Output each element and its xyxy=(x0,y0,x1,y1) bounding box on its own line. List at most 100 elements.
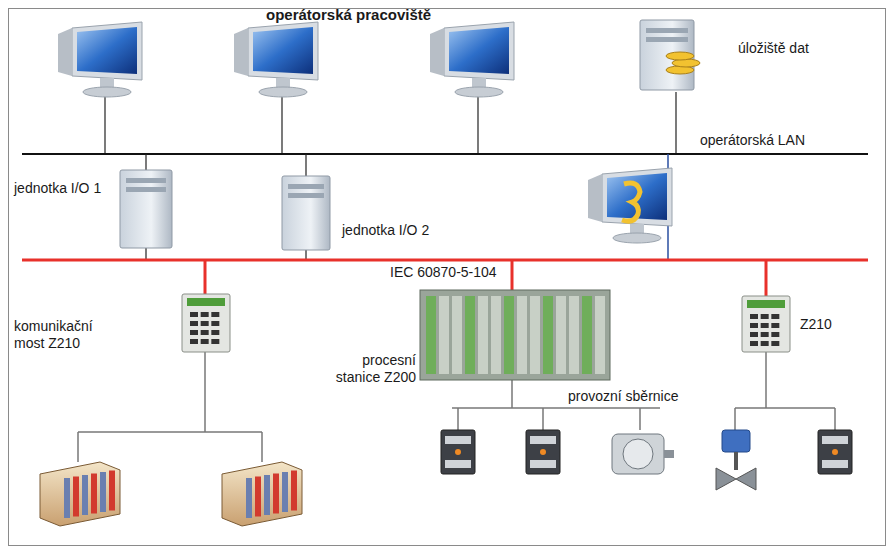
drive-bay xyxy=(126,187,166,192)
fieldbus xyxy=(735,407,835,409)
fieldbus xyxy=(77,432,79,462)
rack-card xyxy=(64,478,70,518)
plc-rack xyxy=(222,462,302,526)
rack-card xyxy=(82,475,88,515)
controller-label xyxy=(187,298,225,306)
device-label: jednotka I/O 2 xyxy=(342,222,462,239)
bus-drop xyxy=(204,260,207,296)
fieldbus xyxy=(834,408,836,430)
valve-actuator xyxy=(722,430,750,452)
rack-card xyxy=(73,477,79,517)
rack-card xyxy=(91,474,97,514)
controller-label xyxy=(747,300,785,308)
indicator xyxy=(211,330,219,335)
indicator xyxy=(201,312,209,317)
io-module xyxy=(818,430,852,474)
monitor-icon xyxy=(234,28,248,76)
io-led xyxy=(455,449,461,455)
indicator xyxy=(771,323,779,328)
rack-card xyxy=(100,472,106,512)
indicator xyxy=(761,314,769,319)
iec-bus xyxy=(22,259,868,262)
monitor-icon xyxy=(259,87,307,97)
station-card xyxy=(465,296,475,374)
io-terminal xyxy=(822,436,848,444)
monitor-icon xyxy=(613,233,661,243)
station-card xyxy=(504,296,514,374)
indicator xyxy=(201,339,209,344)
rack-card xyxy=(246,478,252,518)
server-tower xyxy=(282,176,330,250)
io-terminal xyxy=(445,460,471,468)
station-card xyxy=(595,296,605,374)
drive-bay xyxy=(288,193,324,198)
lan-drop xyxy=(675,92,676,154)
device-label: procesní stanice Z200 xyxy=(316,352,416,386)
indicator xyxy=(750,314,758,319)
io-module xyxy=(441,430,475,474)
rack-card xyxy=(273,474,279,514)
rack-card xyxy=(282,472,288,512)
fieldbus xyxy=(78,431,262,433)
fieldbus xyxy=(511,380,513,408)
lan-drop xyxy=(104,92,105,154)
operator-lan xyxy=(22,153,868,155)
indicator xyxy=(750,332,758,337)
rack-card xyxy=(255,477,261,517)
indicator xyxy=(771,314,779,319)
motor-shaft xyxy=(664,450,674,458)
station-card xyxy=(543,296,553,374)
coin-icon xyxy=(666,52,694,60)
indicator xyxy=(761,332,769,337)
io-terminal xyxy=(530,436,556,444)
bus-drop xyxy=(765,260,768,296)
drive-bay xyxy=(646,28,688,33)
drive-bay xyxy=(126,178,166,183)
indicator xyxy=(211,312,219,317)
drive-bay xyxy=(288,184,324,189)
monitor-icon xyxy=(253,27,313,74)
rack-card xyxy=(109,471,115,511)
indicator xyxy=(190,312,198,317)
indicator xyxy=(190,321,198,326)
indicator xyxy=(211,339,219,344)
io-terminal xyxy=(445,436,471,444)
rack-card xyxy=(291,471,297,511)
motor-icon xyxy=(623,439,653,469)
monitor-icon xyxy=(77,27,137,74)
badge-icon xyxy=(622,183,640,221)
station-card xyxy=(530,296,540,374)
station-card xyxy=(569,296,579,374)
device-label: operátorská LAN xyxy=(700,132,840,149)
station-card xyxy=(426,296,436,374)
station-card xyxy=(478,296,488,374)
io-led xyxy=(540,449,546,455)
io-terminal xyxy=(822,460,848,468)
io-module xyxy=(526,430,560,474)
fieldbus xyxy=(765,350,767,408)
drive-bay xyxy=(646,37,688,42)
monitor-icon xyxy=(444,22,514,80)
device-label: IEC 60870-5-104 xyxy=(390,264,540,281)
indicator xyxy=(201,321,209,326)
monitor-icon xyxy=(72,22,142,80)
indicator xyxy=(750,323,758,328)
fieldbus xyxy=(734,408,736,430)
fieldbus xyxy=(639,408,641,430)
indicator xyxy=(190,330,198,335)
fieldbus xyxy=(261,432,263,462)
device-label: jednotka I/O 1 xyxy=(14,180,124,197)
station-card xyxy=(452,296,462,374)
device-label: komunikační most Z210 xyxy=(14,318,114,352)
server-tower xyxy=(640,20,694,90)
monitor-icon xyxy=(602,168,672,226)
indicator xyxy=(201,330,209,335)
indicator xyxy=(771,341,779,346)
indicator xyxy=(190,339,198,344)
station-card xyxy=(582,296,592,374)
controller-box xyxy=(742,296,790,352)
station-card xyxy=(556,296,566,374)
plc-rack xyxy=(40,462,120,526)
indicator xyxy=(761,341,769,346)
